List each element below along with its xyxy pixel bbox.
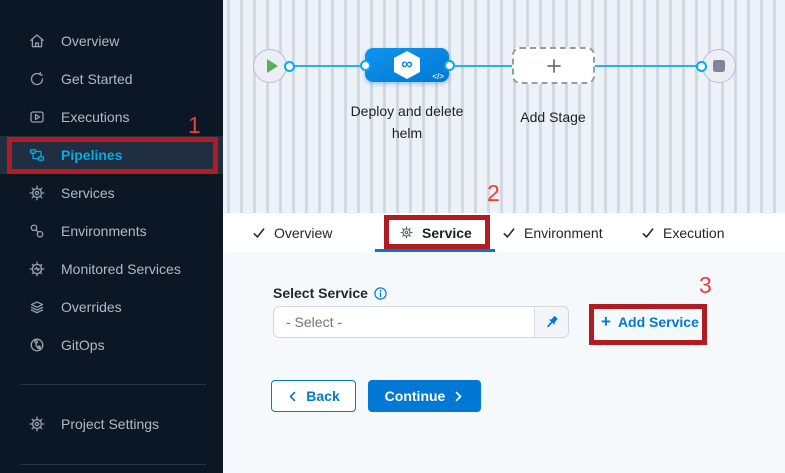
- active-tab-underline: [375, 249, 495, 252]
- pipelines-icon: [29, 149, 45, 161]
- gear-icon: [29, 416, 45, 432]
- continue-button-label: Continue: [384, 388, 446, 404]
- sidebar-footer: Project Settings: [0, 405, 223, 443]
- pipeline-connector: [449, 64, 512, 68]
- plus-icon: +: [601, 312, 611, 331]
- sidebar-item-gitops[interactable]: GitOps: [0, 326, 223, 364]
- pipeline-canvas: ∞ </> Deploy and delete helm Add Stage: [223, 0, 785, 213]
- pipeline-connector: [289, 64, 365, 68]
- tab-service[interactable]: Service: [399, 213, 472, 252]
- cd-hexagon-icon: ∞: [394, 51, 420, 79]
- sidebar-item-get-started[interactable]: Get Started: [0, 60, 223, 98]
- stop-icon: [713, 60, 725, 72]
- sidebar-item-label: Get Started: [61, 71, 133, 87]
- home-icon: [30, 34, 44, 48]
- sidebar-item-label: Services: [61, 185, 115, 201]
- sidebar-divider: [20, 464, 206, 465]
- add-stage-node[interactable]: [512, 47, 595, 84]
- chevron-left-icon: [289, 391, 296, 401]
- connector-dot: [359, 59, 371, 71]
- check-icon: [253, 227, 265, 238]
- continue-button[interactable]: Continue: [368, 380, 481, 412]
- sidebar-item-pipelines[interactable]: Pipelines: [0, 136, 223, 174]
- monitored-services-icon: [29, 261, 45, 277]
- main-content: ∞ </> Deploy and delete helm Add Stage: [223, 0, 785, 473]
- stage-label: Deploy and delete helm: [350, 103, 464, 141]
- sidebar-item-monitored-services[interactable]: Monitored Services: [0, 250, 223, 288]
- pipeline-end-node: [702, 49, 736, 83]
- pin-icon: [546, 315, 558, 328]
- tab-label: Environment: [524, 224, 603, 241]
- tab-environment[interactable]: Environment: [502, 213, 603, 252]
- service-select-group: [273, 306, 569, 338]
- sidebar-item-overrides[interactable]: Overrides: [0, 288, 223, 326]
- sidebar-item-label: Executions: [61, 109, 130, 125]
- gitops-icon: [30, 338, 44, 352]
- sidebar-item-label: Pipelines: [61, 147, 123, 163]
- infinity-glyph: ∞: [401, 56, 413, 73]
- back-button-label: Back: [306, 388, 340, 404]
- connector-dot: [695, 60, 707, 72]
- sidebar-item-services[interactable]: Services: [0, 174, 223, 212]
- service-panel: Select Service: [223, 252, 785, 473]
- pipeline-start-node: [253, 49, 287, 83]
- add-service-label: Add Service: [617, 314, 699, 330]
- pipeline-connector: [595, 64, 701, 68]
- connector-dot: [283, 60, 295, 72]
- tab-label: Execution: [663, 224, 725, 241]
- add-stage-label: Add Stage: [520, 109, 586, 125]
- select-service-label-row: Select Service: [273, 285, 387, 301]
- sidebar: Overview Get Started Executions P: [0, 0, 223, 473]
- tab-label: Overview: [274, 224, 333, 241]
- code-icon: </>: [432, 72, 444, 81]
- check-icon: [503, 227, 515, 238]
- plus-icon: [546, 58, 561, 73]
- stage-deploy-node[interactable]: ∞ </>: [365, 48, 449, 82]
- tab-execution[interactable]: Execution: [641, 213, 724, 252]
- check-icon: [642, 227, 654, 238]
- sidebar-item-label: Monitored Services: [61, 261, 181, 277]
- service-select-input[interactable]: [274, 307, 535, 337]
- sidebar-item-label: GitOps: [61, 337, 105, 353]
- connector-dot: [443, 59, 455, 71]
- tab-overview[interactable]: Overview: [252, 213, 332, 252]
- tab-label: Service: [422, 224, 472, 241]
- circular-arrow-icon: [30, 71, 44, 86]
- sidebar-item-label: Overview: [61, 33, 120, 49]
- back-button[interactable]: Back: [271, 380, 356, 412]
- sidebar-item-label: Project Settings: [61, 416, 160, 432]
- sidebar-item-project-settings[interactable]: Project Settings: [0, 405, 223, 443]
- sidebar-item-executions[interactable]: Executions: [0, 98, 223, 136]
- play-square-icon: [30, 111, 44, 123]
- play-icon: [266, 59, 278, 73]
- sidebar-nav: Overview Get Started Executions P: [0, 22, 223, 364]
- info-icon: [374, 286, 387, 300]
- gear-icon: [400, 226, 413, 239]
- sidebar-item-label: Overrides: [61, 299, 122, 315]
- sidebar-item-overview[interactable]: Overview: [0, 22, 223, 60]
- sidebar-item-environments[interactable]: Environments: [0, 212, 223, 250]
- stage-tabbar: Overview Service Environment Executi: [223, 213, 785, 252]
- sidebar-divider: [20, 384, 206, 385]
- environments-icon: [30, 224, 44, 238]
- select-service-label: Select Service: [273, 285, 368, 301]
- pin-button[interactable]: [535, 307, 568, 337]
- add-service-button[interactable]: + Add Service: [601, 306, 699, 338]
- sidebar-item-label: Environments: [61, 223, 147, 239]
- gear-icon: [29, 185, 45, 201]
- chevron-right-icon: [455, 391, 462, 401]
- layers-icon: [30, 301, 44, 314]
